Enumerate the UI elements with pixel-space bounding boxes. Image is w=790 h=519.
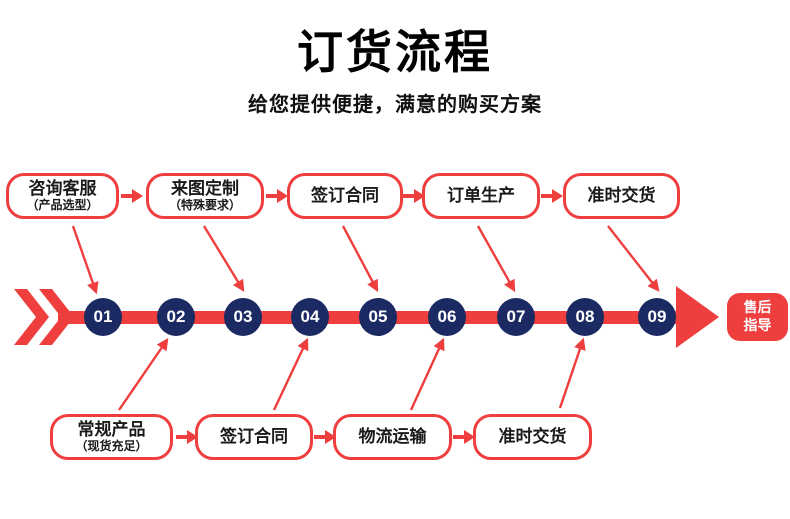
timeline-step-circle: 05 <box>359 298 397 336</box>
timeline-step-circle: 03 <box>224 298 262 336</box>
timeline-step-circle: 01 <box>84 298 122 336</box>
step-label: 来图定制 <box>171 179 239 199</box>
step-note: （特殊要求） <box>168 197 241 212</box>
after-sale-line1: 售后 <box>743 299 772 316</box>
arrow-right-icon <box>176 430 198 444</box>
step-box-on-time-delivery-bottom: 准时交货 <box>473 414 592 460</box>
step-label: 咨询客服 <box>28 179 97 199</box>
step-label: 订单生产 <box>447 185 515 205</box>
step-box-sign-contract-bottom: 签订合同 <box>195 414 313 460</box>
timeline-step-circle: 04 <box>291 298 329 336</box>
connector-arrow <box>409 337 445 411</box>
timeline-step-circle: 09 <box>638 298 676 336</box>
arrow-right-icon <box>541 189 563 203</box>
step-label: 常规产品 <box>77 420 146 440</box>
timeline-step-circle: 06 <box>428 298 466 336</box>
step-label: 准时交货 <box>498 426 567 446</box>
page-title: 订货流程 <box>297 26 493 78</box>
arrow-right-icon <box>314 430 336 444</box>
step-box-on-time-delivery-top: 准时交货 <box>563 173 680 219</box>
after-sale-badge: 售后 指导 <box>727 293 788 341</box>
step-box-logistics: 物流运输 <box>333 414 452 460</box>
step-label: 物流运输 <box>358 426 427 446</box>
connector-arrow <box>341 225 379 293</box>
step-box-order-production: 订单生产 <box>422 173 540 219</box>
timeline-step-circle: 02 <box>157 298 195 336</box>
step-note: （产品选型） <box>26 197 99 212</box>
step-box-consult: 咨询客服 （产品选型） <box>6 173 119 219</box>
arrow-right-icon <box>453 430 475 444</box>
start-chevron-icon <box>14 289 49 345</box>
arrow-right-icon <box>403 189 425 203</box>
timeline-step-circle: 07 <box>497 298 535 336</box>
connector-arrow <box>272 337 309 411</box>
step-box-custom-drawing: 来图定制 （特殊要求） <box>146 173 264 219</box>
start-chevron-icon <box>39 289 74 345</box>
after-sale-line2: 指导 <box>743 317 772 333</box>
connector-arrow <box>71 225 99 295</box>
timeline-end-arrow-icon <box>676 286 719 348</box>
connector-arrow <box>202 225 245 293</box>
connector-arrow <box>118 338 169 411</box>
step-label: 签订合同 <box>220 426 288 446</box>
step-note: （现货充足） <box>75 438 148 453</box>
step-label: 签订合同 <box>311 185 379 205</box>
connector-arrow <box>476 225 516 293</box>
step-label: 准时交货 <box>587 185 656 205</box>
connector-arrow <box>607 225 660 292</box>
page-subtitle: 给您提供便捷，满意的购买方案 <box>248 94 542 116</box>
step-box-standard-product: 常规产品 （现货充足） <box>50 414 173 460</box>
timeline-step-circle: 08 <box>566 298 604 336</box>
step-box-sign-contract-top: 签订合同 <box>287 173 403 219</box>
arrow-right-icon <box>266 189 288 203</box>
connector-arrow <box>558 337 586 409</box>
arrow-right-icon <box>121 189 143 203</box>
